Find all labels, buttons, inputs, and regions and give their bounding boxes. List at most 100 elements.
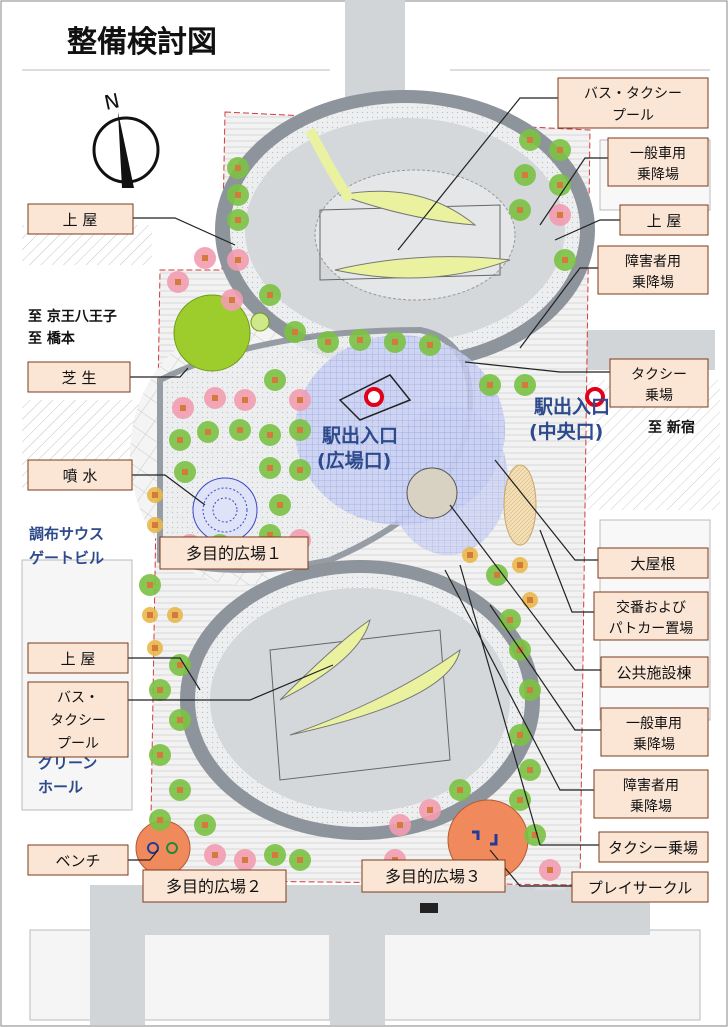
tree-base [517, 797, 523, 803]
callout-bus-taxi-pool-s: バス・ タクシー プール [27, 681, 129, 758]
station-exit-plaza: 駅出入口 [321, 424, 398, 447]
tree-base [517, 207, 523, 213]
tree-base [267, 532, 273, 538]
tree-base [175, 279, 181, 285]
tree-base [292, 329, 298, 335]
svg-text:ベンチ: ベンチ [55, 852, 100, 870]
svg-text:バス・: バス・ [57, 690, 99, 706]
tree-base [212, 852, 218, 858]
tree-base [177, 717, 183, 723]
tree-base [557, 182, 563, 188]
tree-base [172, 612, 178, 618]
tree-base [392, 339, 398, 345]
station-exit-plaza-sub: (広場口) [317, 449, 391, 472]
callout-lawn: 芝 生 [27, 361, 131, 393]
tree-base [157, 752, 163, 758]
svg-text:プール: プール [57, 736, 99, 752]
callout-fountain: 噴 水 [27, 459, 133, 491]
tree-base [147, 612, 153, 618]
tree-base [180, 405, 186, 411]
tree-base [427, 342, 433, 348]
svg-text:多目的広場１: 多目的広場１ [186, 544, 282, 563]
callout-plaza2: 多目的広場２ [142, 869, 287, 903]
tree-base [522, 382, 528, 388]
green-hall-label: グリーン [38, 754, 97, 772]
station-marker-plaza [364, 387, 384, 407]
tree-base [277, 502, 283, 508]
north-label: N [102, 88, 122, 115]
callout-general-car-s: 一般車用 乗降場 [600, 707, 709, 757]
tree-base [457, 787, 463, 793]
tree-base [562, 257, 568, 263]
tree-base [177, 787, 183, 793]
tree-base [157, 817, 163, 823]
svg-text:上 屋: 上 屋 [63, 211, 98, 229]
tree-base [242, 857, 248, 863]
tree-base [517, 562, 523, 568]
tree-base [205, 429, 211, 435]
public-facility-building [406, 467, 458, 519]
tree-base [267, 292, 273, 298]
tree-base [152, 522, 158, 528]
callout-disabled-s: 障害者用 乗降場 [593, 769, 709, 819]
tree-base [494, 572, 500, 578]
svg-text:バス・タクシー: バス・タクシー [584, 86, 682, 102]
tree-base [532, 832, 538, 838]
tree-base [297, 857, 303, 863]
svg-text:公共施設棟: 公共施設棟 [616, 664, 691, 682]
big-roof-shape [503, 464, 537, 546]
tree-base [527, 687, 533, 693]
callout-big-roof: 大屋根 [597, 547, 709, 579]
svg-text:多目的広場３: 多目的広場３ [385, 867, 481, 886]
tree-base [267, 432, 273, 438]
tree-base [147, 582, 153, 588]
callout-roof-ne: 上 屋 [619, 204, 709, 236]
tree-base [157, 687, 163, 693]
tree-base [557, 212, 563, 218]
tree-base [177, 437, 183, 443]
callout-roof-nw: 上 屋 [27, 203, 134, 235]
callout-plaza3: 多目的広場３ [361, 859, 506, 893]
tree-base [507, 617, 513, 623]
north-arrow-icon: N [92, 88, 160, 188]
station-marker-central [585, 387, 605, 407]
tree-base [527, 767, 533, 773]
tree-base [235, 192, 241, 198]
tree-base [202, 255, 208, 261]
callout-disabled-n: 障害者用 乗降場 [597, 245, 709, 295]
tree-base [237, 427, 243, 433]
chofu-south-gate-label-2: ゲートビル [29, 549, 104, 567]
callout-plaza1: 多目的広場１ [159, 536, 309, 570]
tree-base [177, 662, 183, 668]
svg-text:一般車用: 一般車用 [626, 715, 682, 732]
tree-base [522, 172, 528, 178]
tree-base [297, 467, 303, 473]
svg-text:障害者用: 障害者用 [625, 254, 681, 270]
svg-text:プレイサークル: プレイサークル [588, 879, 693, 897]
svg-text:一般車用: 一般車用 [630, 145, 686, 162]
to-hashimoto: 至 橋本 [28, 330, 76, 347]
tree-base [487, 382, 493, 388]
callout-bus-taxi-pool-n: バス・タクシー プール [557, 77, 709, 129]
tree-base [212, 395, 218, 401]
south-bus-loop [180, 560, 540, 840]
svg-text:上 屋: 上 屋 [61, 650, 96, 668]
tree-base [182, 469, 188, 475]
green-hall-label-2: ホール [38, 778, 83, 796]
svg-text:プール: プール [612, 108, 654, 124]
svg-text:障害者用: 障害者用 [623, 778, 679, 794]
tree-base [467, 552, 473, 558]
tree-base [325, 339, 331, 345]
svg-text:多目的広場２: 多目的広場２ [166, 877, 262, 896]
tree-base [547, 867, 553, 873]
callout-play-circle: プレイサークル [571, 871, 709, 903]
svg-text:乗降場: 乗降場 [633, 737, 675, 753]
tree-base [267, 465, 273, 471]
tree-base [517, 732, 523, 738]
tree-base [297, 397, 303, 403]
chofu-south-gate-label: 調布サウス [29, 525, 104, 543]
svg-text:乗降場: 乗降場 [632, 275, 674, 291]
to-shinjuku: 至 新宿 [648, 419, 695, 436]
tree-base [272, 852, 278, 858]
